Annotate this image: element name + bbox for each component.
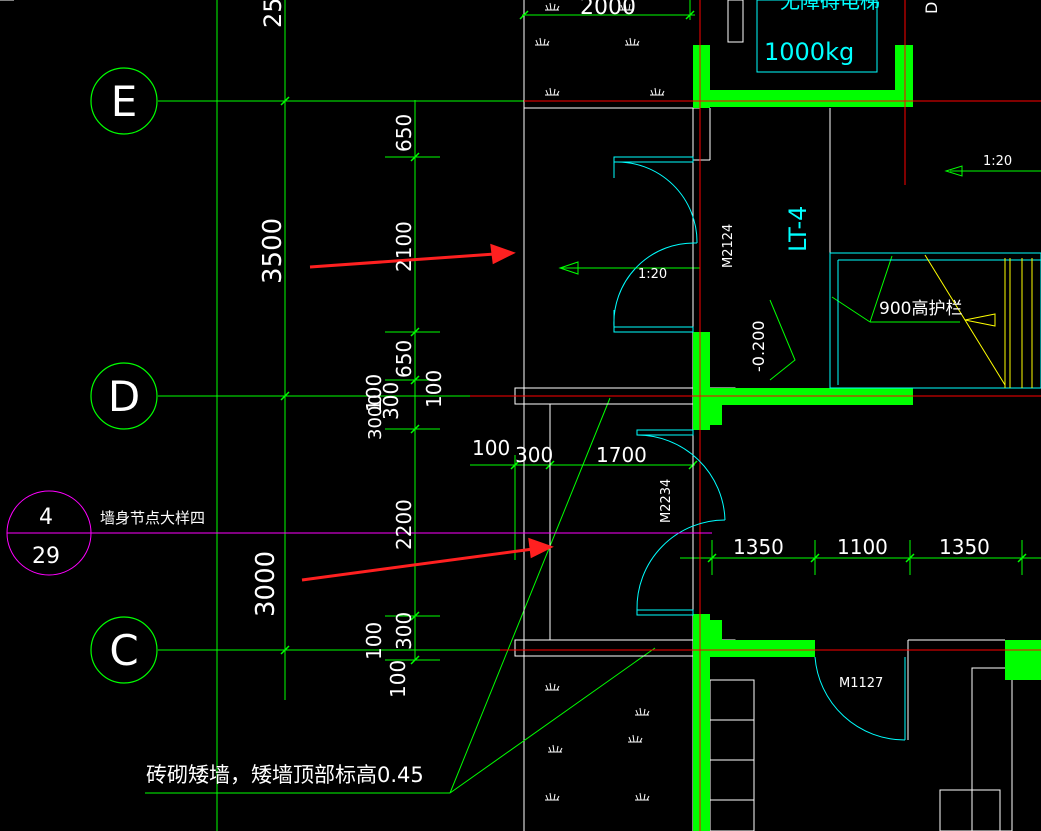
dim-650b: 650 [392,340,416,378]
level-label: -0.200 [749,320,768,372]
dim-h1350a: 1350 [733,535,784,559]
detail-index-bottom: 29 [32,544,60,569]
dim-h100: 100 [472,436,510,460]
dim-2200: 2200 [392,499,416,550]
annotation-arrows [301,243,554,582]
dim-650a: 650 [392,114,416,152]
dim-300a: 300 [379,382,403,420]
dim-h1700: 1700 [596,443,647,467]
dim-h1350b: 1350 [939,535,990,559]
red-axis-lines [470,0,1041,831]
doors [613,0,1041,741]
dim-2100: 2100 [392,221,416,272]
label-d-partial: D [922,2,941,14]
stair-label-lt4: LT-4 [784,206,812,252]
dim-3500: 3500 [258,218,288,284]
door-label-m2234: M2234 [659,479,674,523]
scale-label-b: 1:20 [983,154,1012,169]
dim-300b: 300 [392,612,416,650]
section-line [6,490,712,576]
dim-h1100: 1100 [837,535,888,559]
stair [924,254,1033,388]
dim-top-left: 25 [259,0,287,28]
note-text: 砖砌矮墙，矮墙顶部标高0.45 [146,763,424,787]
elevator-capacity: 1000kg [764,38,854,66]
axis-label-c: C [109,626,138,675]
axis-label-e: E [111,77,138,126]
detail-title: 墙身节点大样四 [100,509,205,527]
dim-3000a: 3000 [365,394,386,440]
axis-bubbles [90,67,158,684]
dim-100c: 100 [362,622,386,660]
dim-100d: 100 [386,660,410,698]
dim-100b: 100 [362,374,386,412]
detail-index-top: 4 [39,505,53,530]
guardrail-label: 900高护栏 [879,299,962,319]
scale-arrows [558,165,963,275]
door-label-m2124: M2124 [721,224,736,268]
structural-walls [693,45,1041,831]
scale-label-a: 1:20 [638,267,667,282]
dim-3000: 3000 [251,551,281,617]
dim-2000: 2000 [580,0,636,20]
door-label-m1127: M1127 [839,676,883,691]
text-layer: E D C 25 3500 3000 2000 650 2100 650 100… [32,0,1012,787]
elevator-partial: 无障碍电梯 [780,0,880,13]
dim-h300: 300 [515,443,553,467]
axis-label-d: D [108,372,140,421]
dim-100a: 100 [422,370,446,408]
dimension-ticks [280,10,1027,665]
